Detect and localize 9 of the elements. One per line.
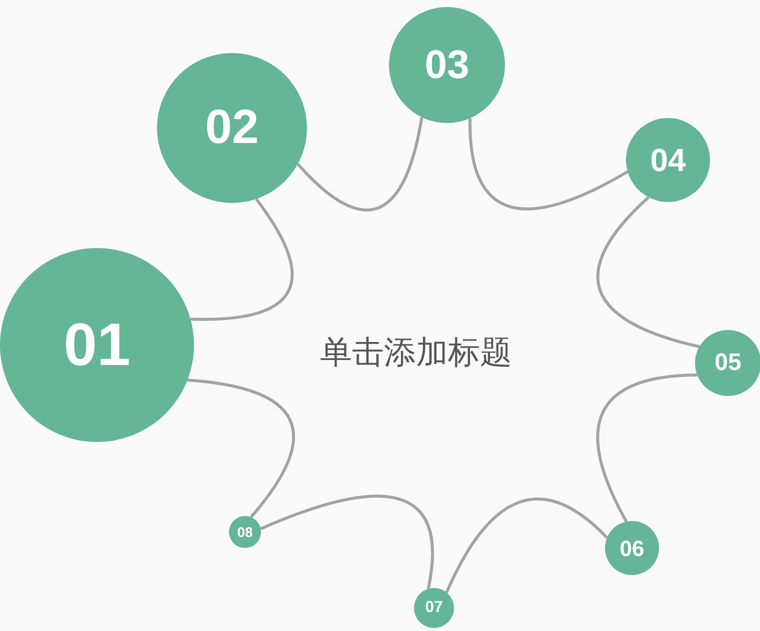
- connector-line: [190, 198, 294, 321]
- connector-line: [296, 116, 424, 212]
- connector-line: [596, 196, 700, 348]
- title-text: 单击添加标题: [320, 333, 512, 372]
- connector-line: [596, 374, 698, 522]
- connector-line: [187, 378, 295, 518]
- connector-line: [445, 498, 608, 594]
- connector-line: [260, 495, 434, 590]
- connector-line: [468, 118, 628, 210]
